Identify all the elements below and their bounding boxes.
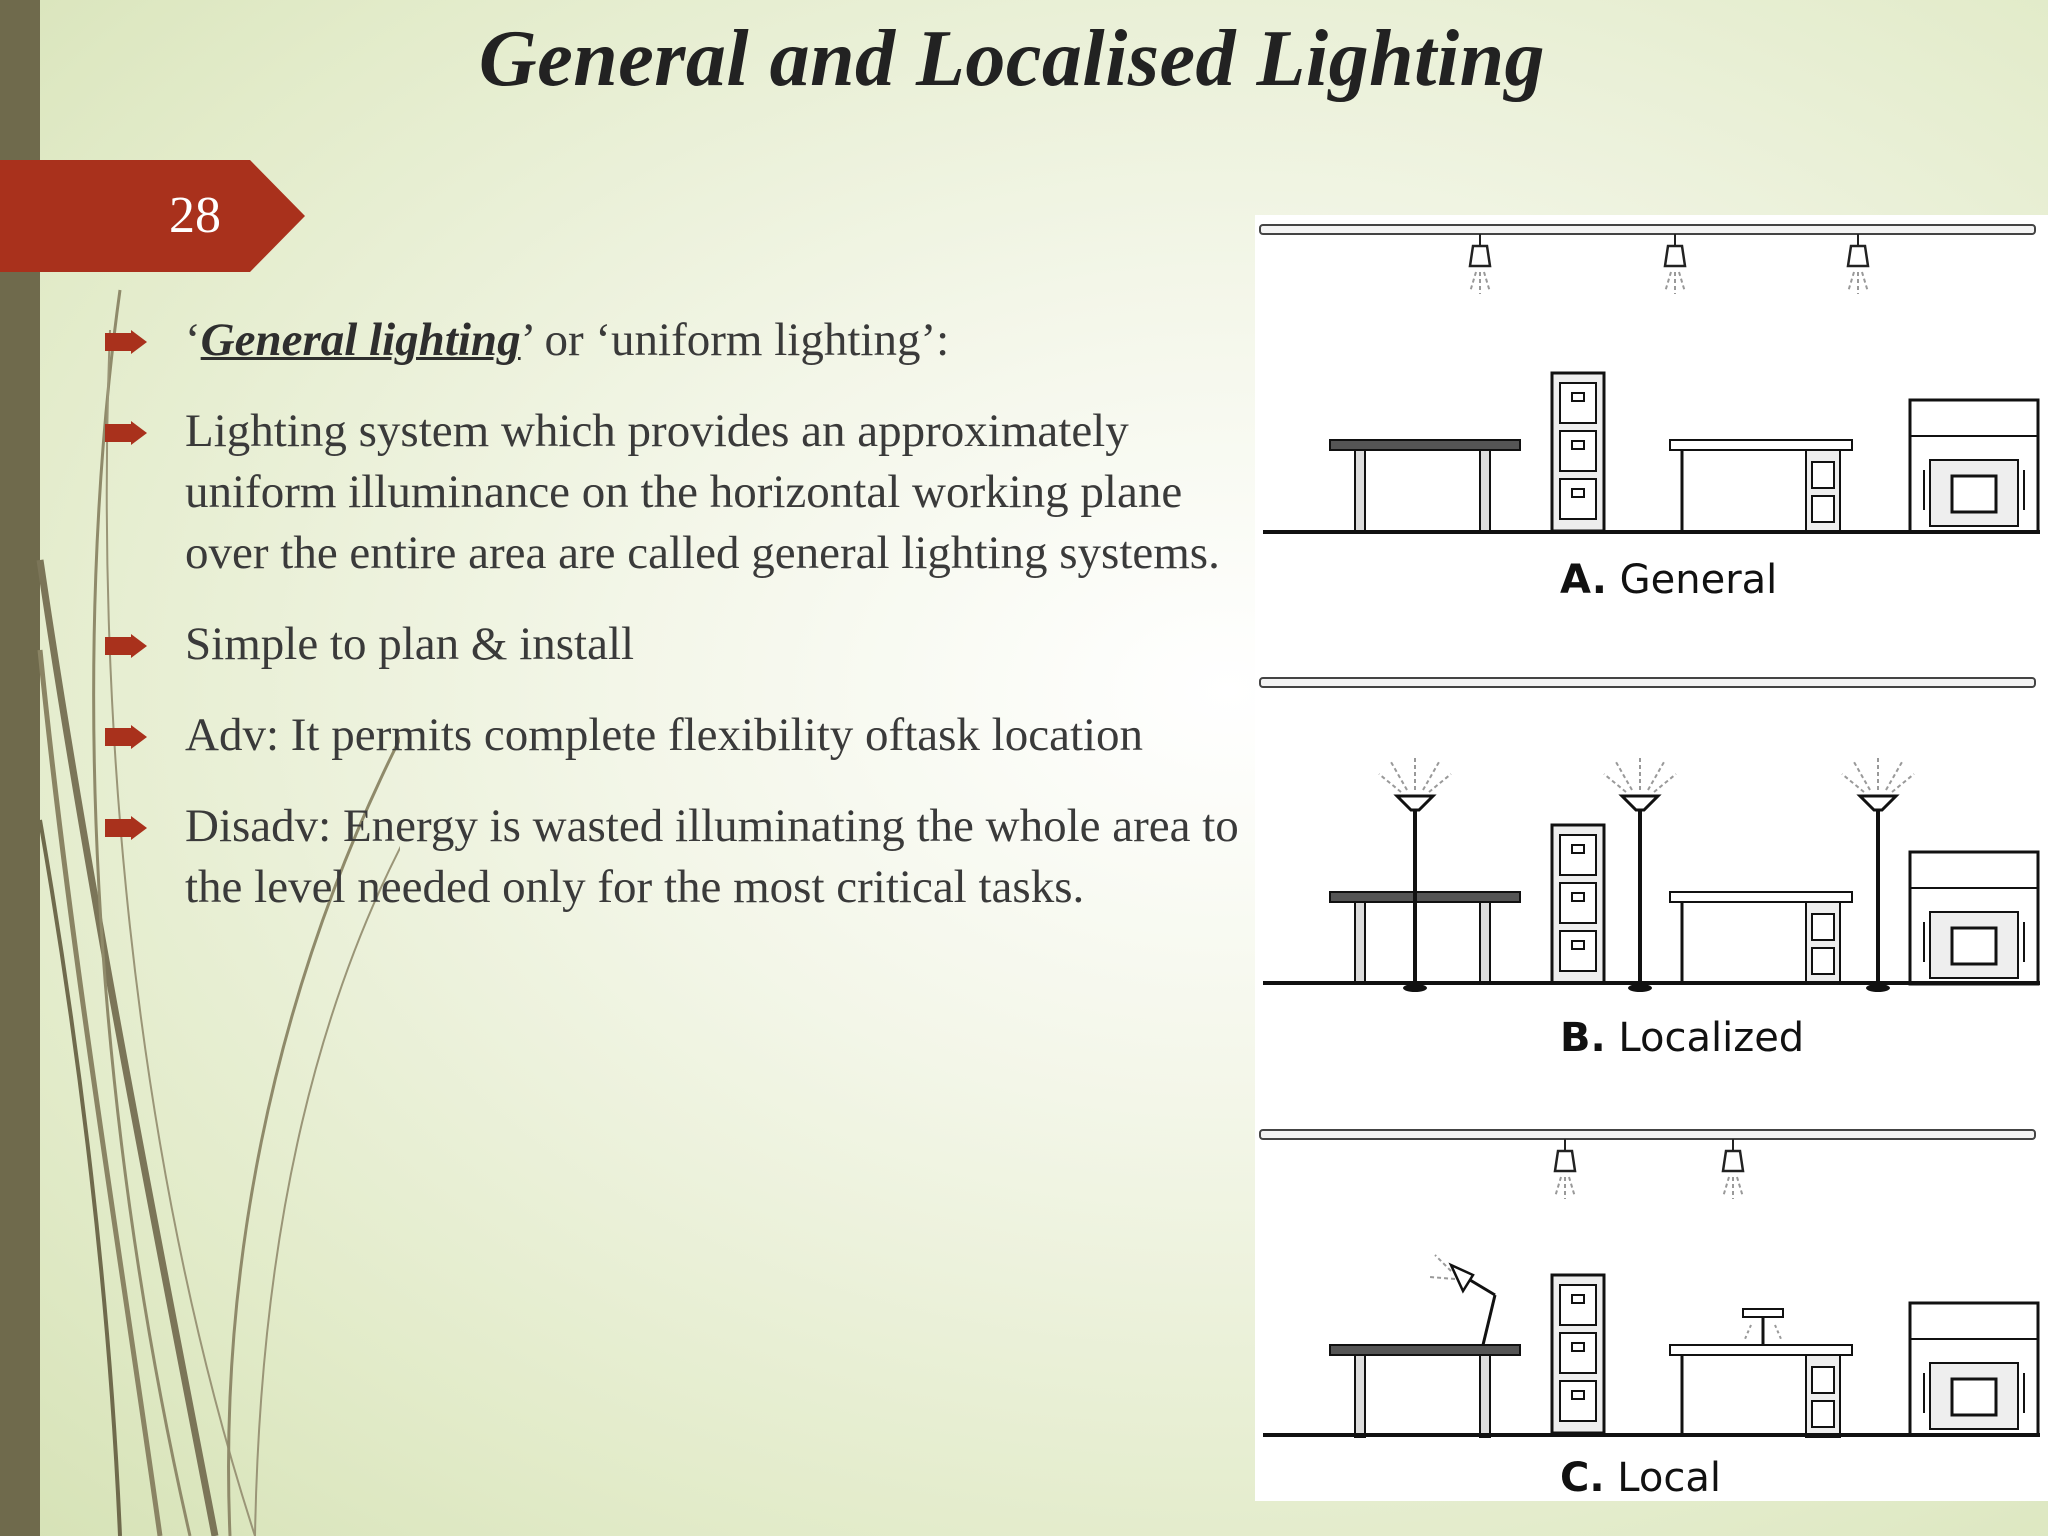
bullet-general-lighting: ‘General lighting’ or ‘uniform lighting’…	[105, 310, 1245, 371]
slide-title: General and Localised Lighting	[478, 15, 1546, 103]
bullet-definition: Lighting system which provides an approx…	[105, 401, 1245, 584]
arrow-bullet-icon	[105, 330, 147, 354]
lighting-diagram: A. General B. Localized	[1255, 215, 2048, 1501]
arrow-bullet-icon	[105, 421, 147, 445]
bullet-simple: Simple to plan & install	[105, 614, 1245, 675]
bullet-advantage: Adv: It permits complete flexibility oft…	[105, 705, 1245, 766]
bullet-list: ‘General lighting’ or ‘uniform lighting’…	[105, 310, 1245, 948]
panel-localized: B. Localized	[1259, 677, 2040, 1061]
general-lighting-term: General lighting	[200, 314, 521, 366]
arrow-bullet-icon	[105, 634, 147, 658]
bullet-disadvantage: Disadv: Energy is wasted illuminating th…	[105, 796, 1245, 918]
panel-local: C. Local	[1259, 1129, 2040, 1501]
desk-lamp-icon	[1429, 1254, 1497, 1346]
task-lamp-icon	[1742, 1308, 1784, 1345]
arrow-bullet-icon	[105, 816, 147, 840]
slide-number: 28	[169, 187, 221, 244]
arrow-bullet-icon	[105, 725, 147, 749]
svg-text:C. Local: C. Local	[1560, 1455, 1721, 1501]
panel-general: A. General	[1259, 224, 2040, 603]
slide-number-tab	[0, 160, 305, 272]
svg-text:B. Localized: B. Localized	[1560, 1015, 1804, 1061]
svg-text:A. General: A. General	[1560, 557, 1777, 603]
lighting-diagram-svg: A. General B. Localized	[1259, 224, 2040, 1501]
decorative-grass-strokes	[36, 289, 400, 1536]
